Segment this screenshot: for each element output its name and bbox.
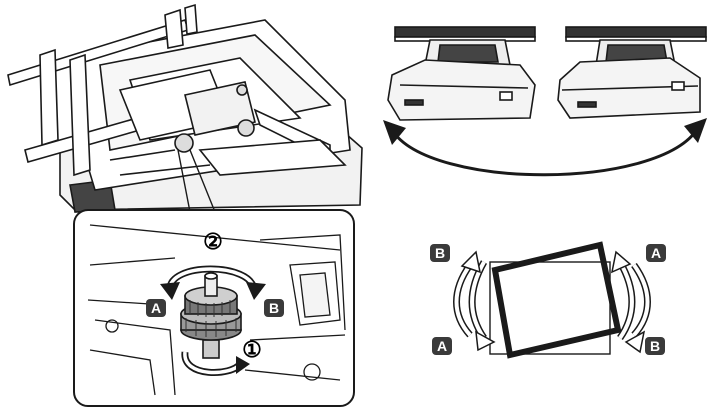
tilt-label-top-left: B (435, 245, 445, 261)
tilt-diagram: B A A B (430, 241, 666, 359)
tilted-screen-frame (491, 241, 622, 359)
knob-left-label: A (151, 300, 161, 316)
knob-callout: ② ① A B (73, 209, 355, 407)
curved-double-arrow-icon (390, 127, 700, 177)
rotation-arrows-icon-right (616, 260, 651, 340)
mount-assembly (7, 3, 363, 213)
adjustment-knob-icon (180, 272, 242, 359)
projector-view-right (557, 26, 707, 119)
knob-right-label: B (269, 300, 279, 316)
badge-a (146, 299, 166, 317)
badge-b (264, 299, 284, 317)
tilt-label-bottom-left: A (437, 338, 447, 354)
step-1-label: ① (242, 337, 262, 362)
projector-view-left (387, 26, 536, 121)
tilt-label-top-right: A (651, 245, 661, 261)
callout-pointer (177, 149, 216, 213)
rotation-arrows-icon-left (453, 260, 488, 340)
tilt-label-bottom-right: B (650, 338, 660, 354)
step-2-label: ② (203, 229, 223, 254)
